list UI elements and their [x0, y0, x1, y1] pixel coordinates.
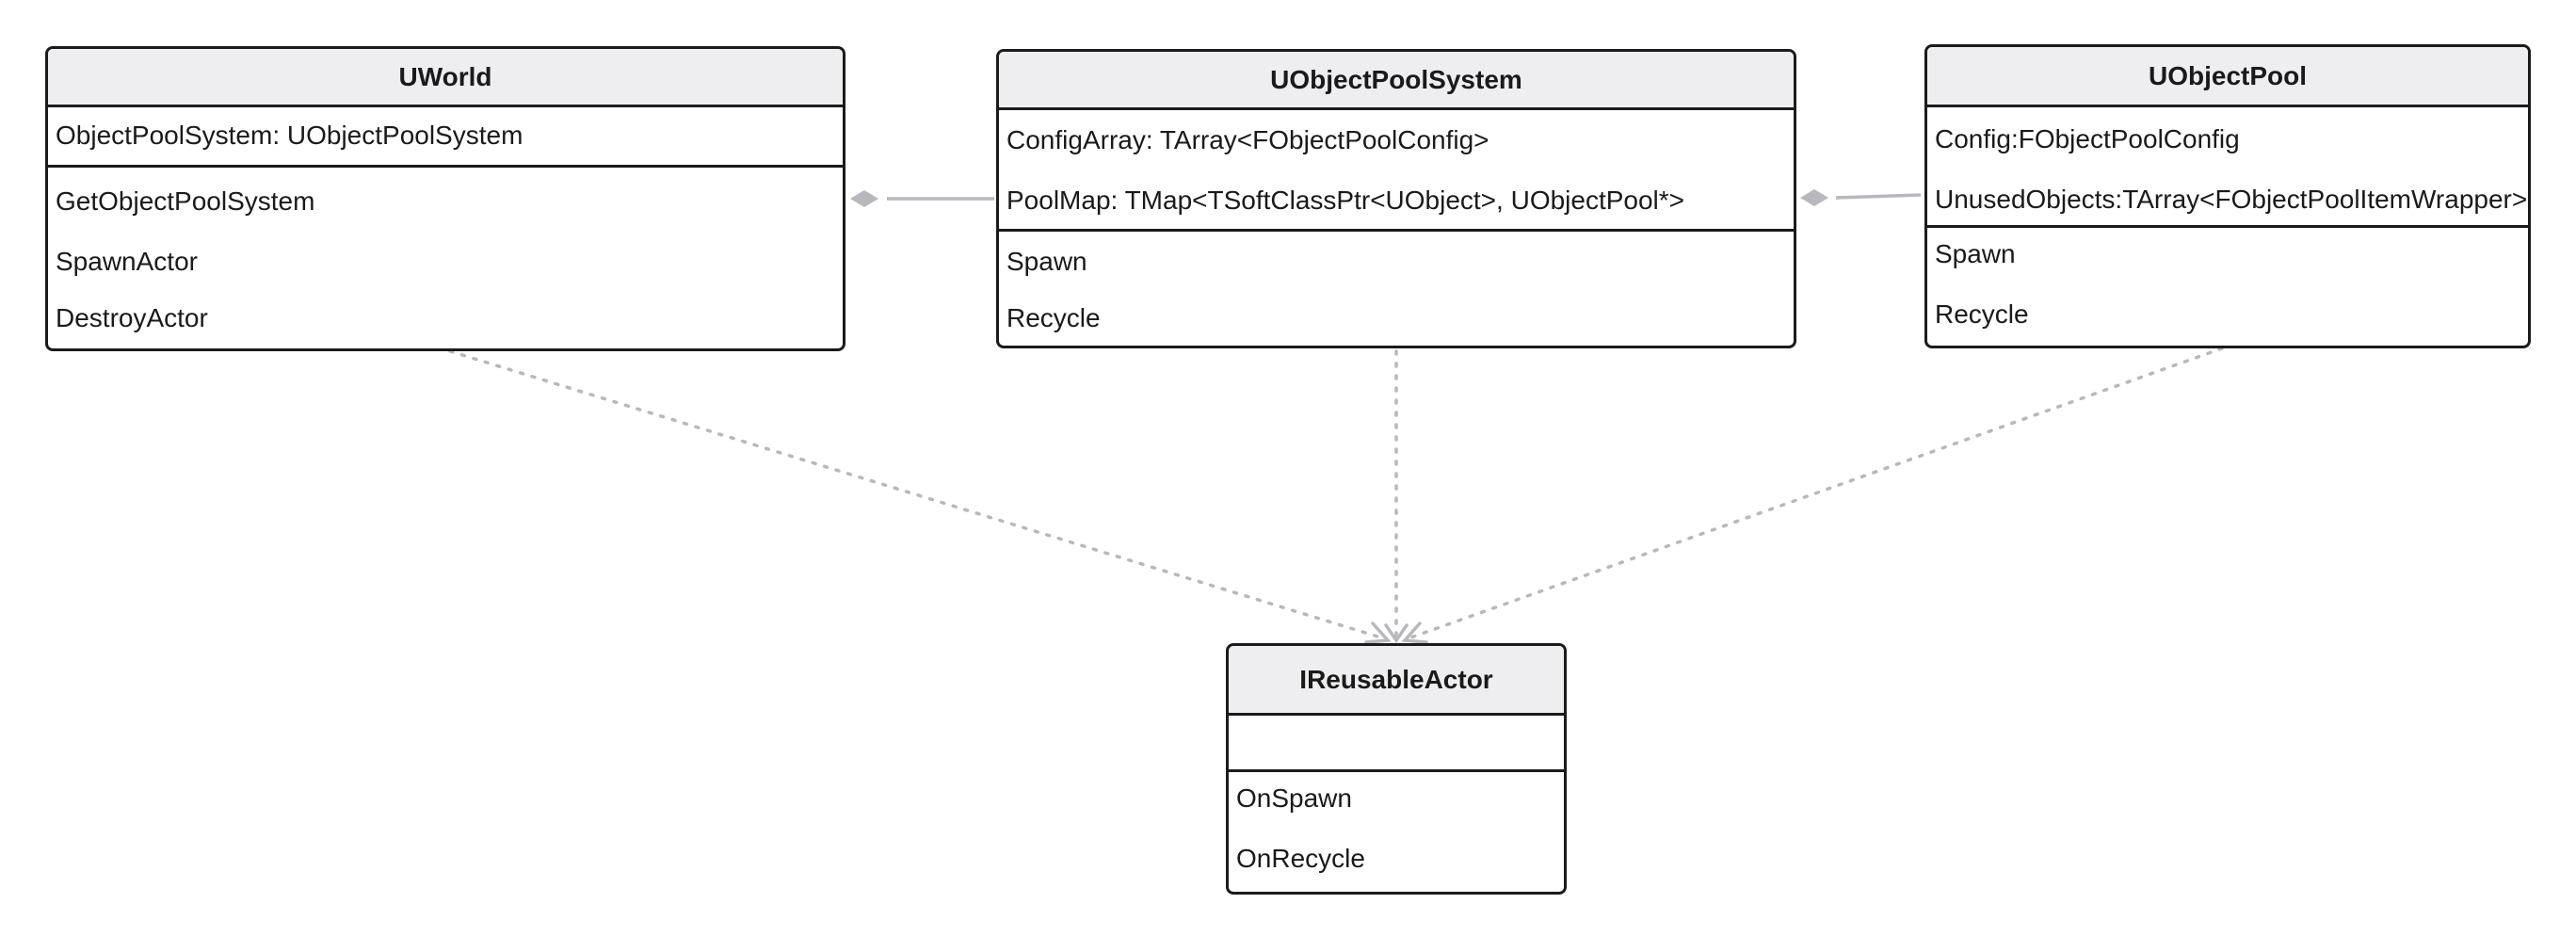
class-title-uobjectpool: UObjectPool	[1927, 47, 2528, 107]
class-uobjectpoolsystem[interactable]: UObjectPoolSystem ConfigArray: TArray<FO…	[996, 49, 1796, 348]
dependency-line-pool-ireusable	[1404, 347, 2224, 641]
attribute-unused-objects: UnusedObjects:TArray<FObjectPoolItemWrap…	[1935, 185, 2528, 214]
composition-diamond-poolsystem	[1800, 189, 1828, 206]
class-title-ireusableactor: IReusableActor	[1229, 646, 1564, 716]
operation-on-spawn: OnSpawn	[1236, 783, 1352, 813]
attribute-object-pool-system: ObjectPoolSystem: UObjectPoolSystem	[56, 121, 523, 150]
class-title-uworld: UWorld	[48, 49, 843, 107]
attribute-config: Config:FObjectPoolConfig	[1935, 124, 2240, 153]
arrowhead-from-poolsystem	[1384, 623, 1409, 644]
attributes-uobjectpool: Config:FObjectPoolConfig UnusedObjects:T…	[1927, 107, 2528, 228]
operation-spawn-pool: Spawn	[1935, 239, 2016, 268]
class-uobjectpool[interactable]: UObjectPool Config:FObjectPoolConfig Unu…	[1924, 44, 2531, 348]
attributes-uworld: ObjectPoolSystem: UObjectPoolSystem	[48, 107, 843, 168]
operation-spawn-poolsystem: Spawn	[1006, 247, 1087, 276]
attribute-pool-map: PoolMap: TMap<TSoftClassPtr<UObject>, UO…	[1006, 186, 1685, 215]
dependency-arrowheads	[1364, 621, 1428, 644]
operation-recycle-pool: Recycle	[1935, 299, 2029, 329]
operations-uobjectpoolsystem: Spawn Recycle	[999, 232, 1794, 345]
operations-uworld: GetObjectPoolSystem SpawnActor DestroyAc…	[48, 168, 843, 347]
operation-on-recycle: OnRecycle	[1236, 844, 1365, 873]
operation-destroy-actor: DestroyActor	[56, 303, 208, 332]
class-uworld[interactable]: UWorld ObjectPoolSystem: UObjectPoolSyst…	[45, 46, 845, 351]
class-ireusableactor[interactable]: IReusableActor OnSpawn OnRecycle	[1226, 643, 1567, 895]
composition-line-poolsystem-pool	[1835, 193, 1922, 200]
arrowhead-from-uworld	[1364, 621, 1392, 644]
operations-ireusableactor: OnSpawn OnRecycle	[1229, 772, 1564, 891]
class-title-uobjectpoolsystem: UObjectPoolSystem	[999, 52, 1794, 110]
dependency-line-uworld-ireusable	[448, 349, 1389, 641]
operation-get-object-pool-system: GetObjectPoolSystem	[56, 186, 315, 216]
attribute-config-array: ConfigArray: TArray<FObjectPoolConfig>	[1006, 125, 1489, 154]
attributes-uobjectpoolsystem: ConfigArray: TArray<FObjectPoolConfig> P…	[999, 110, 1794, 232]
attributes-ireusableactor	[1229, 716, 1564, 772]
operations-uobjectpool: Spawn Recycle	[1927, 228, 2528, 345]
operation-recycle-poolsystem: Recycle	[1006, 303, 1101, 332]
operation-spawn-actor: SpawnActor	[56, 247, 198, 276]
composition-diamond-uworld	[850, 190, 878, 207]
arrowhead-from-pool	[1401, 621, 1428, 644]
